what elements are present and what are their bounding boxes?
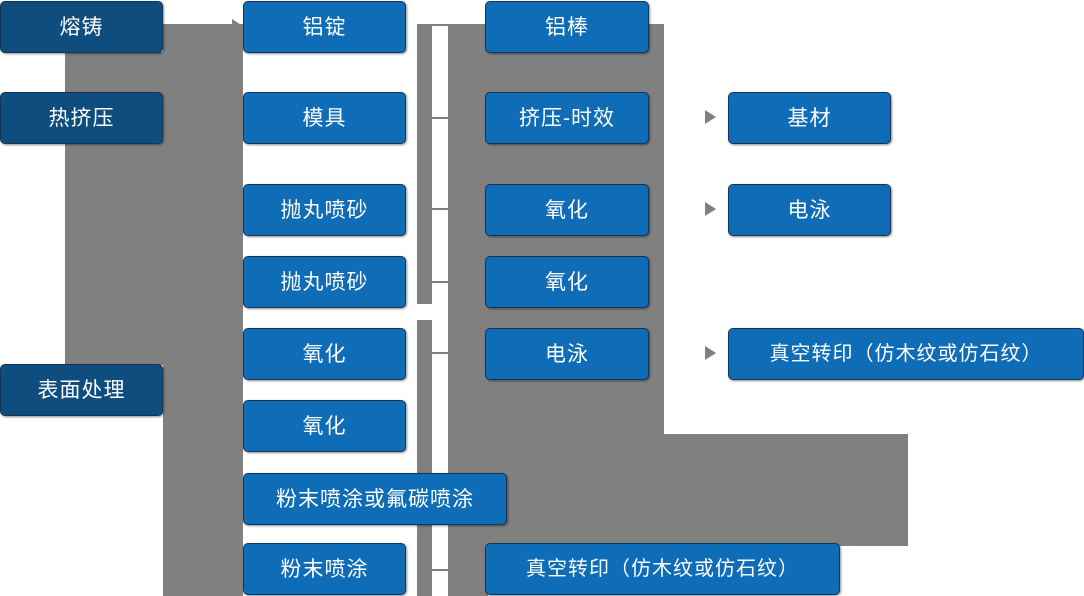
- node-label: 电泳: [787, 198, 832, 222]
- arrow-down-to-hot-extrusion: [70, 74, 84, 85]
- node-shot-blasting-1[interactable]: 抛丸喷砂: [243, 184, 406, 236]
- node-electrophoresis-2[interactable]: 电泳: [728, 184, 891, 236]
- node-powder-coating[interactable]: 粉末喷涂: [243, 543, 406, 595]
- node-label: 真空转印（仿木纹或仿石纹）: [526, 558, 799, 580]
- node-shot-blasting-2[interactable]: 抛丸喷砂: [243, 256, 406, 308]
- rung-extrusion-aging: [430, 117, 450, 119]
- node-aluminum-bar[interactable]: 铝棒: [485, 1, 649, 53]
- rung-oxidation-4: [430, 281, 450, 283]
- rung-aluminum-bar: [430, 24, 450, 26]
- node-oxidation-2[interactable]: 氧化: [243, 400, 406, 452]
- node-hot-extrusion[interactable]: 热挤压: [0, 92, 163, 144]
- arrow-to-shot-blasting-1: [223, 202, 234, 216]
- connector-mid-block-lower: [448, 434, 908, 546]
- rung-vacuum-transfer-1: [430, 569, 450, 571]
- node-oxidation-1[interactable]: 氧化: [243, 328, 406, 380]
- arrow-to-oxidation-2: [223, 418, 234, 432]
- connector-stage-body: [65, 143, 243, 365]
- node-label: 抛丸喷砂: [280, 198, 369, 222]
- arrow-to-aluminum-ingot: [232, 19, 243, 33]
- node-oxidation-4[interactable]: 氧化: [485, 256, 649, 308]
- node-vacuum-transfer-2[interactable]: 真空转印（仿木纹或仿石纹）: [728, 328, 1084, 380]
- node-label: 熔铸: [59, 15, 104, 39]
- arrow-to-shot-blasting-2: [223, 274, 234, 288]
- node-extrusion-aging[interactable]: 挤压-时效: [485, 92, 649, 144]
- node-label: 氧化: [302, 342, 347, 366]
- rung-oxidation-3: [430, 208, 450, 210]
- connector-mid-block-tail: [448, 546, 488, 596]
- node-powder-or-pvdf-coating[interactable]: 粉末喷涂或氟碳喷涂: [243, 473, 507, 525]
- arrow-to-base-material: [705, 110, 716, 124]
- connector-mid-left-rail: [417, 24, 432, 304]
- arrow-to-electrophoresis-2: [705, 202, 716, 216]
- node-label: 铝锭: [302, 15, 347, 39]
- connector-stage-lower: [163, 365, 243, 596]
- node-label: 挤压-时效: [519, 106, 615, 130]
- node-label: 热挤压: [48, 106, 115, 130]
- node-label: 氧化: [545, 270, 589, 294]
- node-label: 模具: [302, 106, 347, 130]
- node-label: 粉末喷涂: [280, 557, 369, 581]
- node-base-material[interactable]: 基材: [728, 92, 891, 144]
- connector-surface-treatment-stub: [163, 389, 185, 391]
- connector-stage-trunk: [65, 52, 243, 92]
- node-melt-cast[interactable]: 熔铸: [0, 1, 163, 53]
- node-oxidation-3[interactable]: 氧化: [485, 184, 649, 236]
- node-label: 铝棒: [545, 15, 589, 39]
- node-label: 氧化: [545, 198, 589, 222]
- node-label: 基材: [787, 106, 832, 130]
- arrow-to-oxidation-1: [223, 346, 234, 360]
- node-label: 真空转印（仿木纹或仿石纹）: [769, 343, 1043, 365]
- node-surface-treatment[interactable]: 表面处理: [0, 364, 163, 416]
- node-label: 粉末喷涂或氟碳喷涂: [276, 487, 474, 511]
- arrow-to-mold: [223, 110, 234, 124]
- arrow-down-to-surface-treatment: [70, 347, 84, 358]
- arrow-to-powder-or-pvdf: [223, 491, 234, 505]
- arrow-to-vacuum-transfer-2: [705, 346, 716, 360]
- arrow-to-powder-coating: [223, 562, 234, 576]
- connector-right-rail: [648, 24, 664, 434]
- node-label: 氧化: [302, 414, 347, 438]
- node-mold[interactable]: 模具: [243, 92, 406, 144]
- node-label: 表面处理: [37, 378, 126, 402]
- node-aluminum-ingot[interactable]: 铝锭: [243, 1, 406, 53]
- node-label: 抛丸喷砂: [280, 270, 369, 294]
- rung-electrophoresis-1: [430, 352, 450, 354]
- connector-mid-left-rail-lower: [417, 320, 432, 596]
- node-electrophoresis-1[interactable]: 电泳: [485, 328, 649, 380]
- node-label: 电泳: [545, 342, 589, 366]
- node-vacuum-transfer-1[interactable]: 真空转印（仿木纹或仿石纹）: [485, 543, 840, 595]
